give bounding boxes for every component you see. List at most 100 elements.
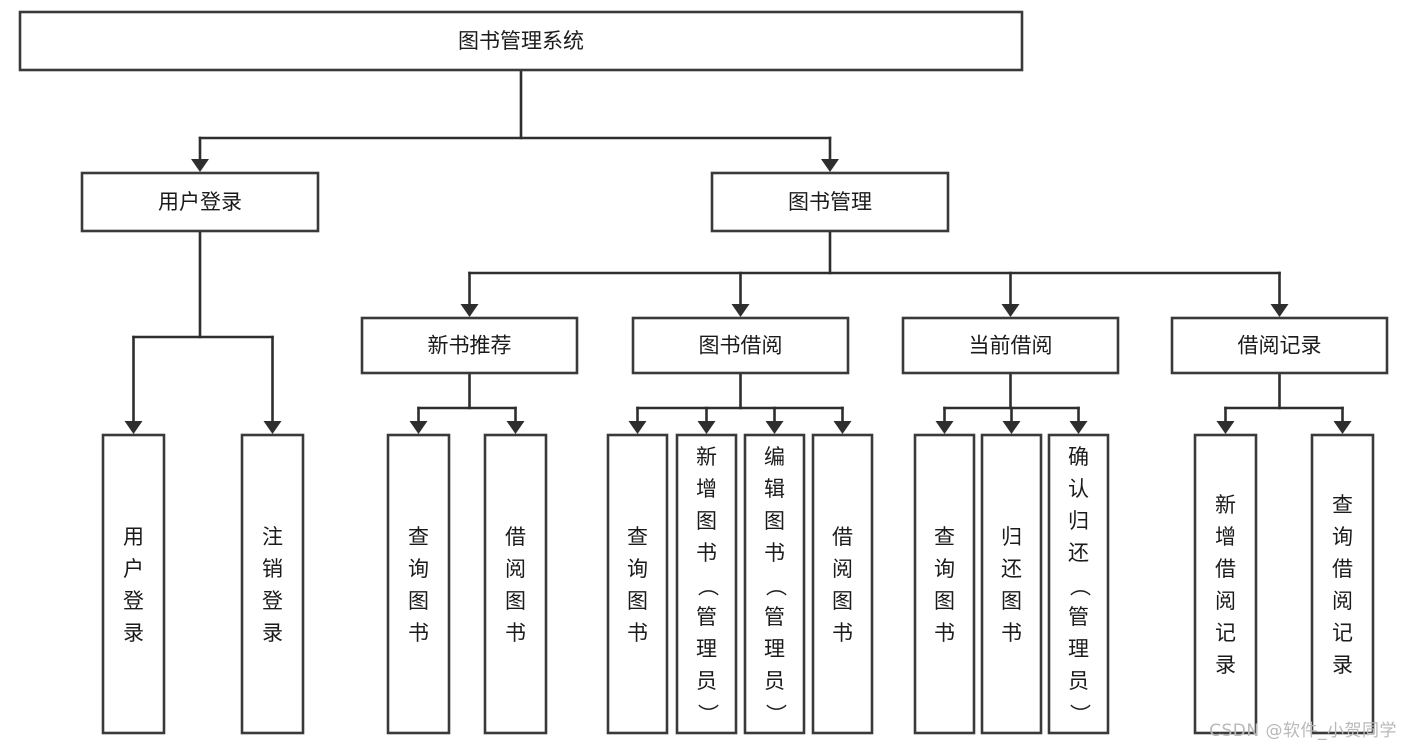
node-label-char: 员: [696, 669, 717, 693]
node-label-char: 录: [123, 621, 144, 645]
node-label-char: 查: [1332, 493, 1353, 517]
node-label-char: 借: [832, 525, 853, 549]
node-borrow-record[interactable]: 借阅记录: [1170, 316, 1389, 375]
node-label-char: 记: [1215, 621, 1236, 645]
node-box[interactable]: [710, 171, 950, 233]
node-label-char: 书: [832, 621, 853, 645]
node-box[interactable]: [1047, 433, 1110, 735]
node-label-char: 员: [1068, 669, 1089, 693]
arrow-head-icon: [1002, 421, 1021, 434]
node-label-char: 借: [505, 525, 526, 549]
node-box[interactable]: [675, 433, 738, 735]
node-label-char: （: [1068, 576, 1092, 597]
connector-group: [1216, 371, 1352, 434]
node-box[interactable]: [80, 171, 320, 233]
arrow-head-icon: [460, 304, 479, 317]
node-box[interactable]: [483, 433, 548, 735]
node-label-char: 管: [696, 605, 717, 629]
node-layer: 图书管理系统用户登录图书管理新书推荐图书借阅当前借阅借阅记录用户登录注销登录查询…: [18, 10, 1389, 735]
node-label-char: 阅: [1215, 589, 1236, 613]
arrow-head-icon: [821, 159, 839, 172]
node-label: 图书管理: [788, 190, 872, 214]
node-box[interactable]: [1170, 316, 1389, 375]
node-label-char: 书: [696, 541, 717, 565]
node-box[interactable]: [240, 433, 305, 735]
node-current-borrow[interactable]: 当前借阅: [901, 316, 1120, 375]
node-label-char: 记: [1332, 621, 1353, 645]
node-label-char: 借: [1215, 557, 1236, 581]
connector-group: [935, 371, 1088, 434]
node-label-char: 书: [627, 621, 648, 645]
node-book-borrow[interactable]: 图书借阅: [631, 316, 850, 375]
watermark-text: CSDN @软件_小贺同学: [1209, 721, 1397, 741]
connector-group: [409, 371, 525, 434]
arrow-head-icon: [731, 304, 750, 317]
arrow-head-icon: [1069, 421, 1088, 434]
connector-group: [628, 371, 852, 434]
node-label-char: 还: [1068, 541, 1089, 565]
arrow-head-icon: [628, 421, 647, 434]
node-label-char: （: [764, 576, 788, 597]
node-box[interactable]: [386, 433, 451, 735]
node-user-login[interactable]: 用户登录: [80, 171, 320, 233]
node-label-char: 新: [696, 445, 717, 469]
arrow-head-icon: [1216, 421, 1235, 434]
node-label-char: 录: [1332, 653, 1353, 677]
node-box[interactable]: [811, 433, 874, 735]
node-box[interactable]: [18, 10, 1024, 72]
node-box[interactable]: [1193, 433, 1258, 735]
node-label-char: 录: [1215, 653, 1236, 677]
node-box[interactable]: [360, 316, 579, 375]
node-label-char: 认: [1068, 477, 1089, 501]
node-label-char: 图: [832, 589, 853, 613]
node-label-char: 书: [505, 621, 526, 645]
node-label-char: 新: [1215, 493, 1236, 517]
node-new-book-recommend[interactable]: 新书推荐: [360, 316, 579, 375]
node-box[interactable]: [1310, 433, 1375, 735]
node-book-manage[interactable]: 图书管理: [710, 171, 950, 233]
connector-group: [191, 68, 839, 172]
node-box[interactable]: [980, 433, 1043, 735]
node-label-char: 理: [1068, 637, 1089, 661]
node-label-char: 查: [934, 525, 955, 549]
node-box[interactable]: [743, 433, 806, 735]
node-label-char: 借: [1332, 557, 1353, 581]
node-box[interactable]: [631, 316, 850, 375]
node-label-char: 录: [262, 621, 283, 645]
node-label-char: 阅: [505, 557, 526, 581]
node-label: 用户登录: [158, 190, 242, 214]
node-box[interactable]: [901, 316, 1120, 375]
node-box[interactable]: [913, 433, 976, 735]
arrow-head-icon: [935, 421, 954, 434]
node-label-char: 增: [1215, 525, 1236, 549]
node-label-char: 增: [696, 477, 717, 501]
node-box[interactable]: [606, 433, 669, 735]
node-label-char: 图: [696, 509, 717, 533]
arrow-head-icon: [124, 421, 143, 434]
node-label-char: 询: [1332, 525, 1353, 549]
node-label-char: 图: [505, 589, 526, 613]
node-label-char: ）: [1068, 704, 1092, 725]
node-label-char: 询: [934, 557, 955, 581]
node-label: 当前借阅: [969, 334, 1053, 358]
node-box[interactable]: [101, 433, 166, 735]
connector-layer: [124, 68, 1352, 434]
node-root[interactable]: 图书管理系统: [18, 10, 1024, 72]
node-leaf-user-login[interactable]: 用户登录: [101, 433, 166, 735]
arrow-head-icon: [697, 421, 716, 434]
node-label-char: ）: [764, 704, 788, 725]
